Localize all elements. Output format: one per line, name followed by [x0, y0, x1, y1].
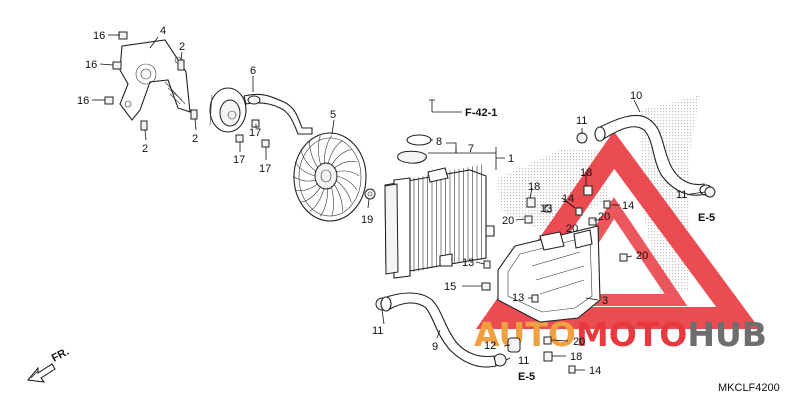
callout-18: 18 [528, 181, 540, 193]
callout-10: 10 [630, 90, 642, 102]
bolt-14 [568, 200, 611, 374]
callout-16: 16 [77, 95, 89, 107]
callout-17: 17 [233, 154, 245, 166]
callout-16: 16 [93, 30, 105, 42]
callout-3: 3 [602, 295, 608, 307]
lower-hose-part-9 [380, 292, 497, 368]
callout-2: 2 [142, 143, 148, 155]
callout-14: 14 [589, 365, 601, 377]
callout-11: 11 [372, 325, 383, 337]
callout-12: 12 [484, 340, 496, 352]
callout-14: 14 [562, 193, 574, 205]
callout-20: 20 [636, 250, 648, 262]
callout-15: 15 [444, 281, 456, 293]
callout-8: 8 [436, 136, 442, 148]
callout-1: 1 [508, 153, 514, 165]
fan-bracket-part-4 [119, 39, 191, 121]
grommet-19 [364, 188, 376, 200]
callout-13: 13 [462, 257, 474, 269]
callout-5: 5 [330, 109, 336, 121]
cooling-fan-part-5 [292, 132, 367, 222]
callout-11: 11 [676, 189, 687, 201]
front-direction-arrow: FR. [27, 346, 71, 383]
callout-11: 11 [576, 115, 587, 127]
callout-6: 6 [250, 65, 256, 77]
callout-2: 2 [179, 41, 185, 53]
callout-18: 18 [570, 351, 582, 363]
watermark-text-auto: AUTO [474, 315, 576, 354]
callout-20: 20 [598, 211, 610, 223]
bolt-15 [481, 282, 491, 291]
callout-19: 19 [361, 214, 373, 226]
bolt-16 [104, 31, 128, 105]
callout-9: 9 [432, 341, 438, 353]
callout-13: 13 [540, 203, 552, 215]
screw-17 [235, 119, 270, 148]
radiator-part-1 [384, 164, 495, 279]
ref-E-5-right: E-5 [698, 212, 715, 224]
bolt-13 [483, 204, 552, 303]
svg-text:AUTOMOTOHUB: AUTOMOTOHUB [474, 315, 767, 354]
clip-20 [524, 215, 628, 345]
callout-16: 16 [85, 59, 97, 71]
ref-F-42-1: F-42-1 [465, 107, 497, 119]
callout-17: 17 [249, 127, 261, 139]
callout-numbers: 16 16 16 4 2 2 2 6 17 17 17 5 19 F-42-1 … [77, 25, 715, 383]
callout-11: 11 [518, 355, 529, 367]
clip-nut-2 [140, 59, 198, 131]
callout-14: 14 [622, 200, 634, 212]
watermark-text-moto: MOTO [576, 315, 687, 354]
leader-lines [92, 34, 706, 371]
callout-7: 7 [468, 143, 474, 155]
ref-E-5-bottom: E-5 [518, 371, 535, 383]
callout-13: 13 [512, 292, 524, 304]
fan-motor-part-6 [209, 87, 313, 135]
callout-20: 20 [573, 336, 585, 348]
callout-20: 20 [566, 223, 578, 235]
clip-18 [526, 185, 593, 362]
callout-17: 17 [259, 163, 271, 175]
callout-20: 20 [502, 215, 514, 227]
diagram-code: MKCLF4200 [718, 382, 780, 394]
callout-4: 4 [160, 25, 166, 37]
o-ring-8 [397, 134, 432, 164]
radiator-shroud-part-3 [497, 225, 601, 323]
callout-2: 2 [192, 133, 198, 145]
front-label: FR. [50, 346, 71, 365]
callout-18: 18 [580, 167, 592, 179]
watermark-text-hub: HUB [687, 315, 767, 354]
